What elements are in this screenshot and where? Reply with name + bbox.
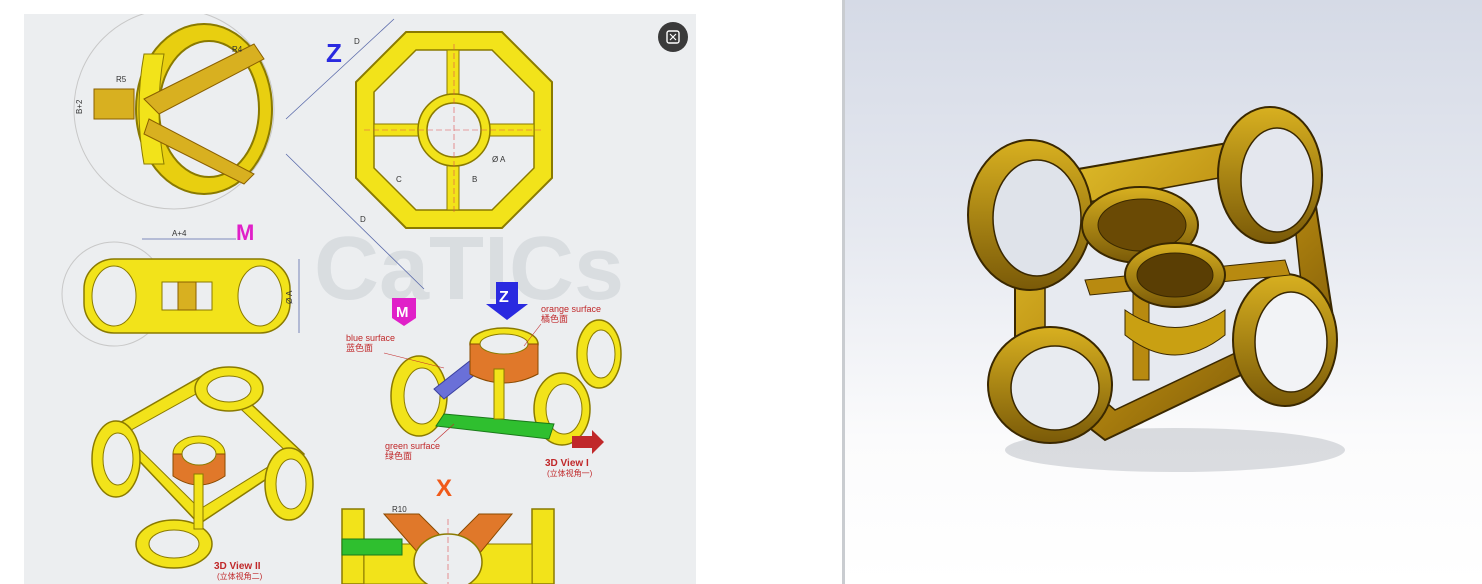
dim-a-plus-4: A+4: [172, 229, 187, 238]
z-direction-arrow: Z: [486, 282, 528, 320]
dim-r5: R5: [116, 75, 127, 84]
reference-drawing-panel: CaTICs B+2 R4 R5 Z D D Ø: [24, 14, 696, 584]
orange-surface-label-cn: 橘色面: [541, 313, 568, 324]
svg-text:Z: Z: [499, 289, 509, 306]
watermark: CaTICs: [314, 219, 624, 319]
3d-view-2-label-cn: (立体视角二): [217, 571, 263, 581]
view-label-x: X: [436, 475, 452, 502]
3d-view-1-part: [390, 319, 622, 446]
orange-surface-label: orange surface: [541, 304, 601, 314]
expand-icon: [666, 30, 680, 44]
dim-c-z: C: [396, 175, 402, 184]
dim-r10: R10: [392, 505, 407, 514]
panel-divider: [842, 0, 845, 584]
3d-view-1-label: 3D View I: [545, 458, 589, 469]
expand-button[interactable]: [658, 22, 688, 52]
green-surface-label: green surface: [385, 441, 440, 451]
3d-view-2-label: 3D View II: [214, 561, 261, 572]
brass-part-model: [967, 106, 1338, 444]
dim-b-z: B: [472, 175, 477, 184]
m-view-part: [83, 258, 291, 334]
3d-view-2-part: [91, 366, 314, 569]
x-direction-arrow: [572, 430, 604, 454]
dim-d-bottom: D: [360, 215, 366, 224]
dim-phi-a-m: Ø A: [285, 290, 294, 304]
svg-text:M: M: [396, 304, 409, 321]
dim-b-plus-2: B+2: [75, 99, 84, 114]
dim-d-top: D: [354, 37, 360, 46]
technical-drawing: CaTICs B+2 R4 R5 Z D D Ø: [61, 14, 624, 584]
3d-model-viewport[interactable]: [845, 0, 1482, 584]
dim-r4: R4: [232, 45, 243, 54]
view-label-m: M: [236, 220, 254, 245]
x-view-part: [341, 508, 555, 584]
blue-surface-label: blue surface: [346, 333, 395, 343]
m-direction-badge: M: [392, 298, 416, 326]
green-surface-label-cn: 绿色面: [385, 450, 412, 461]
blue-surface-label-cn: 蓝色面: [346, 342, 373, 353]
3d-view-1-label-cn: (立体视角一): [547, 468, 593, 478]
section-view-ring: [73, 14, 275, 210]
3d-model-render: [967, 106, 1345, 472]
dim-phi-a-z: Ø A: [492, 155, 506, 164]
view-label-z: Z: [326, 38, 342, 68]
octagon-view: [355, 31, 553, 229]
